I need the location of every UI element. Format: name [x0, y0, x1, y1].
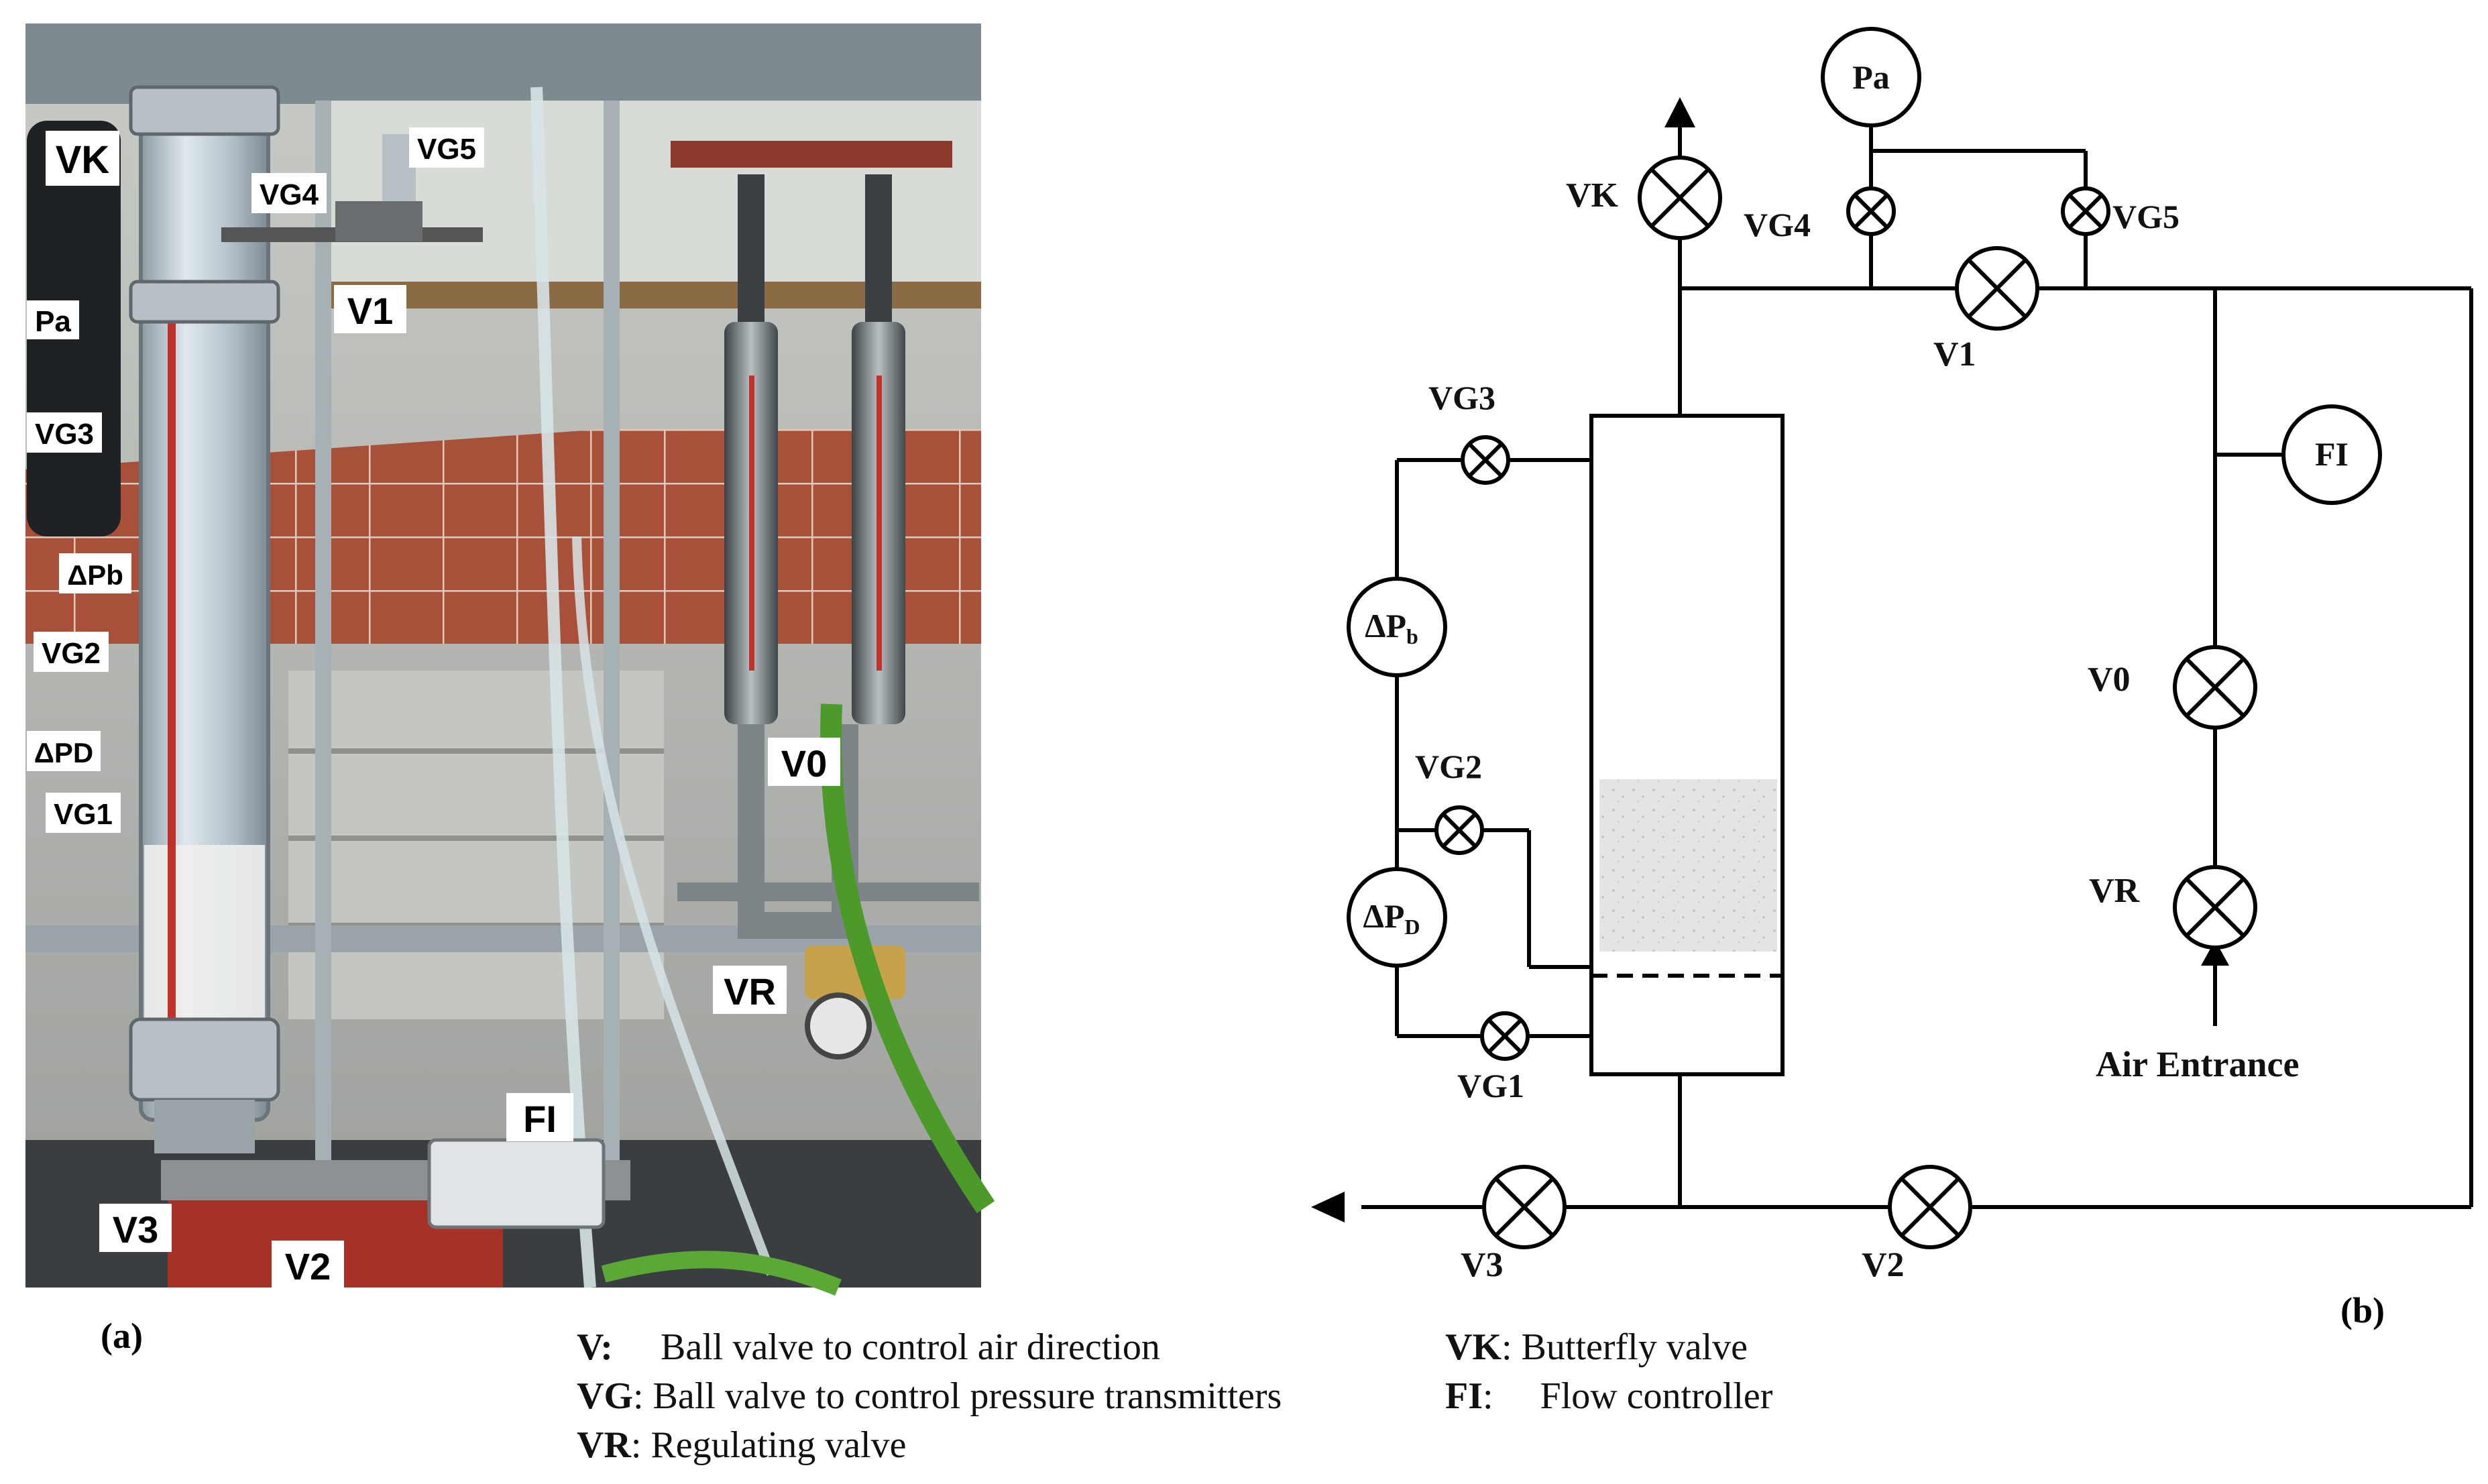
dpb-transmitter: ΔPb: [1347, 577, 1447, 677]
schematic-panel: Pa FI ΔPb ΔPD: [1311, 27, 2473, 1284]
legend-item-vr: VR: Regulating valve: [577, 1424, 906, 1466]
svg-text:VG2: VG2: [42, 637, 101, 670]
photo-panel: VK VG5 VG4 V1 Pa VG3 ΔPb VG2: [25, 23, 995, 1296]
svg-text:Pa: Pa: [35, 305, 71, 338]
label-vg1: VG1: [1457, 1067, 1524, 1104]
photo-column-powder: [144, 845, 265, 1046]
valve-vg2: [1434, 805, 1484, 855]
photo-label-vg1: VG1: [46, 793, 121, 833]
valve-v1: [1955, 246, 2039, 331]
label-vg3: VG3: [1428, 379, 1495, 416]
panel-tag-b: (b): [2340, 1290, 2385, 1330]
svg-text:VG4: VG4: [260, 178, 319, 211]
svg-text:Pa: Pa: [1852, 58, 1890, 96]
svg-text:V3: V3: [113, 1208, 159, 1251]
legend: V: Ball valve to control air direction V…: [577, 1326, 1773, 1466]
photo-label-pa: Pa: [27, 300, 79, 339]
pa-gauge: Pa: [1821, 27, 1921, 127]
label-vg5: VG5: [2112, 198, 2180, 235]
svg-text:VG1: VG1: [54, 798, 113, 831]
valve-vg4: [1846, 186, 1896, 236]
label-v1: V1: [1933, 335, 1976, 374]
svg-text:V2: V2: [285, 1245, 331, 1288]
label-vg4: VG4: [1744, 206, 1811, 243]
photo-label-v1: V1: [334, 285, 406, 333]
valve-vg3: [1461, 435, 1510, 485]
valve-v0: [2173, 645, 2257, 730]
label-v0: V0: [2088, 661, 2131, 699]
valve-vk: [1638, 156, 1722, 240]
legend-item-fi: FI: Flow controller: [1445, 1375, 1773, 1417]
svg-text:VG3: VG3: [35, 418, 94, 451]
photo-column-scale: [168, 322, 176, 1046]
svg-text:VK: VK: [56, 138, 110, 182]
photo-label-vg5: VG5: [409, 127, 484, 168]
photo-label-vr: VR: [713, 966, 787, 1014]
photo-flow-controller: [427, 1138, 606, 1229]
photo-label-dpd: ΔPD: [27, 731, 101, 771]
column-vessel: [1589, 414, 1785, 1076]
photo-label-vg2: VG2: [34, 632, 109, 672]
svg-text:FI: FI: [523, 1098, 557, 1140]
photo-drawers: [288, 671, 664, 1019]
photo-label-vk: VK: [46, 131, 119, 186]
label-vr: VR: [2089, 872, 2141, 910]
photo-label-dpb: ΔPb: [59, 553, 131, 593]
svg-text:VG5: VG5: [417, 133, 476, 166]
column-bed: [1599, 779, 1777, 952]
valve-v2: [1888, 1165, 1972, 1249]
photo-label-v0: V0: [768, 738, 840, 786]
photo-label-v2: V2: [272, 1241, 344, 1289]
svg-text:ΔPb: ΔPb: [67, 559, 123, 591]
outlet-arrow: [1664, 97, 1695, 127]
label-v3: V3: [1461, 1246, 1504, 1284]
valve-vg5: [2061, 186, 2110, 236]
photo-label-fi: FI: [506, 1093, 573, 1141]
valve-vr: [2173, 865, 2257, 950]
legend-item-vk: VK: Butterfly valve: [1445, 1326, 1748, 1368]
label-air-entrance: Air Entrance: [2096, 1044, 2299, 1084]
photo-label-v3: V3: [99, 1204, 172, 1252]
valve-v3: [1482, 1165, 1567, 1249]
svg-text:FI: FI: [2315, 435, 2349, 473]
svg-text:V1: V1: [347, 290, 394, 332]
photo-label-vg3: VG3: [27, 412, 102, 453]
svg-text:V0: V0: [781, 742, 828, 785]
label-vk: VK: [1566, 176, 1619, 215]
panel-tag-a: (a): [101, 1316, 143, 1356]
photo-frame-post: [315, 101, 331, 1174]
legend-item-v: V: Ball valve to control air direction: [577, 1326, 1160, 1368]
legend-item-vg: VG: Ball valve to control pressure trans…: [577, 1375, 1282, 1417]
fi-indicator: FI: [2281, 404, 2382, 505]
photo-label-vg4: VG4: [251, 173, 327, 213]
svg-text:VR: VR: [724, 970, 776, 1013]
photo-frame-post: [604, 101, 620, 1174]
label-v2: V2: [1862, 1246, 1905, 1284]
svg-text:ΔPD: ΔPD: [1363, 897, 1420, 939]
valve-vg1: [1480, 1011, 1530, 1061]
svg-text:ΔPD: ΔPD: [34, 737, 94, 768]
air-entrance-arrow: [2201, 940, 2229, 966]
label-vg2: VG2: [1415, 748, 1482, 785]
svg-text:ΔPb: ΔPb: [1365, 607, 1418, 648]
exhaust-arrow: [1311, 1192, 1345, 1222]
dpd-transmitter: ΔPD: [1347, 867, 1447, 968]
